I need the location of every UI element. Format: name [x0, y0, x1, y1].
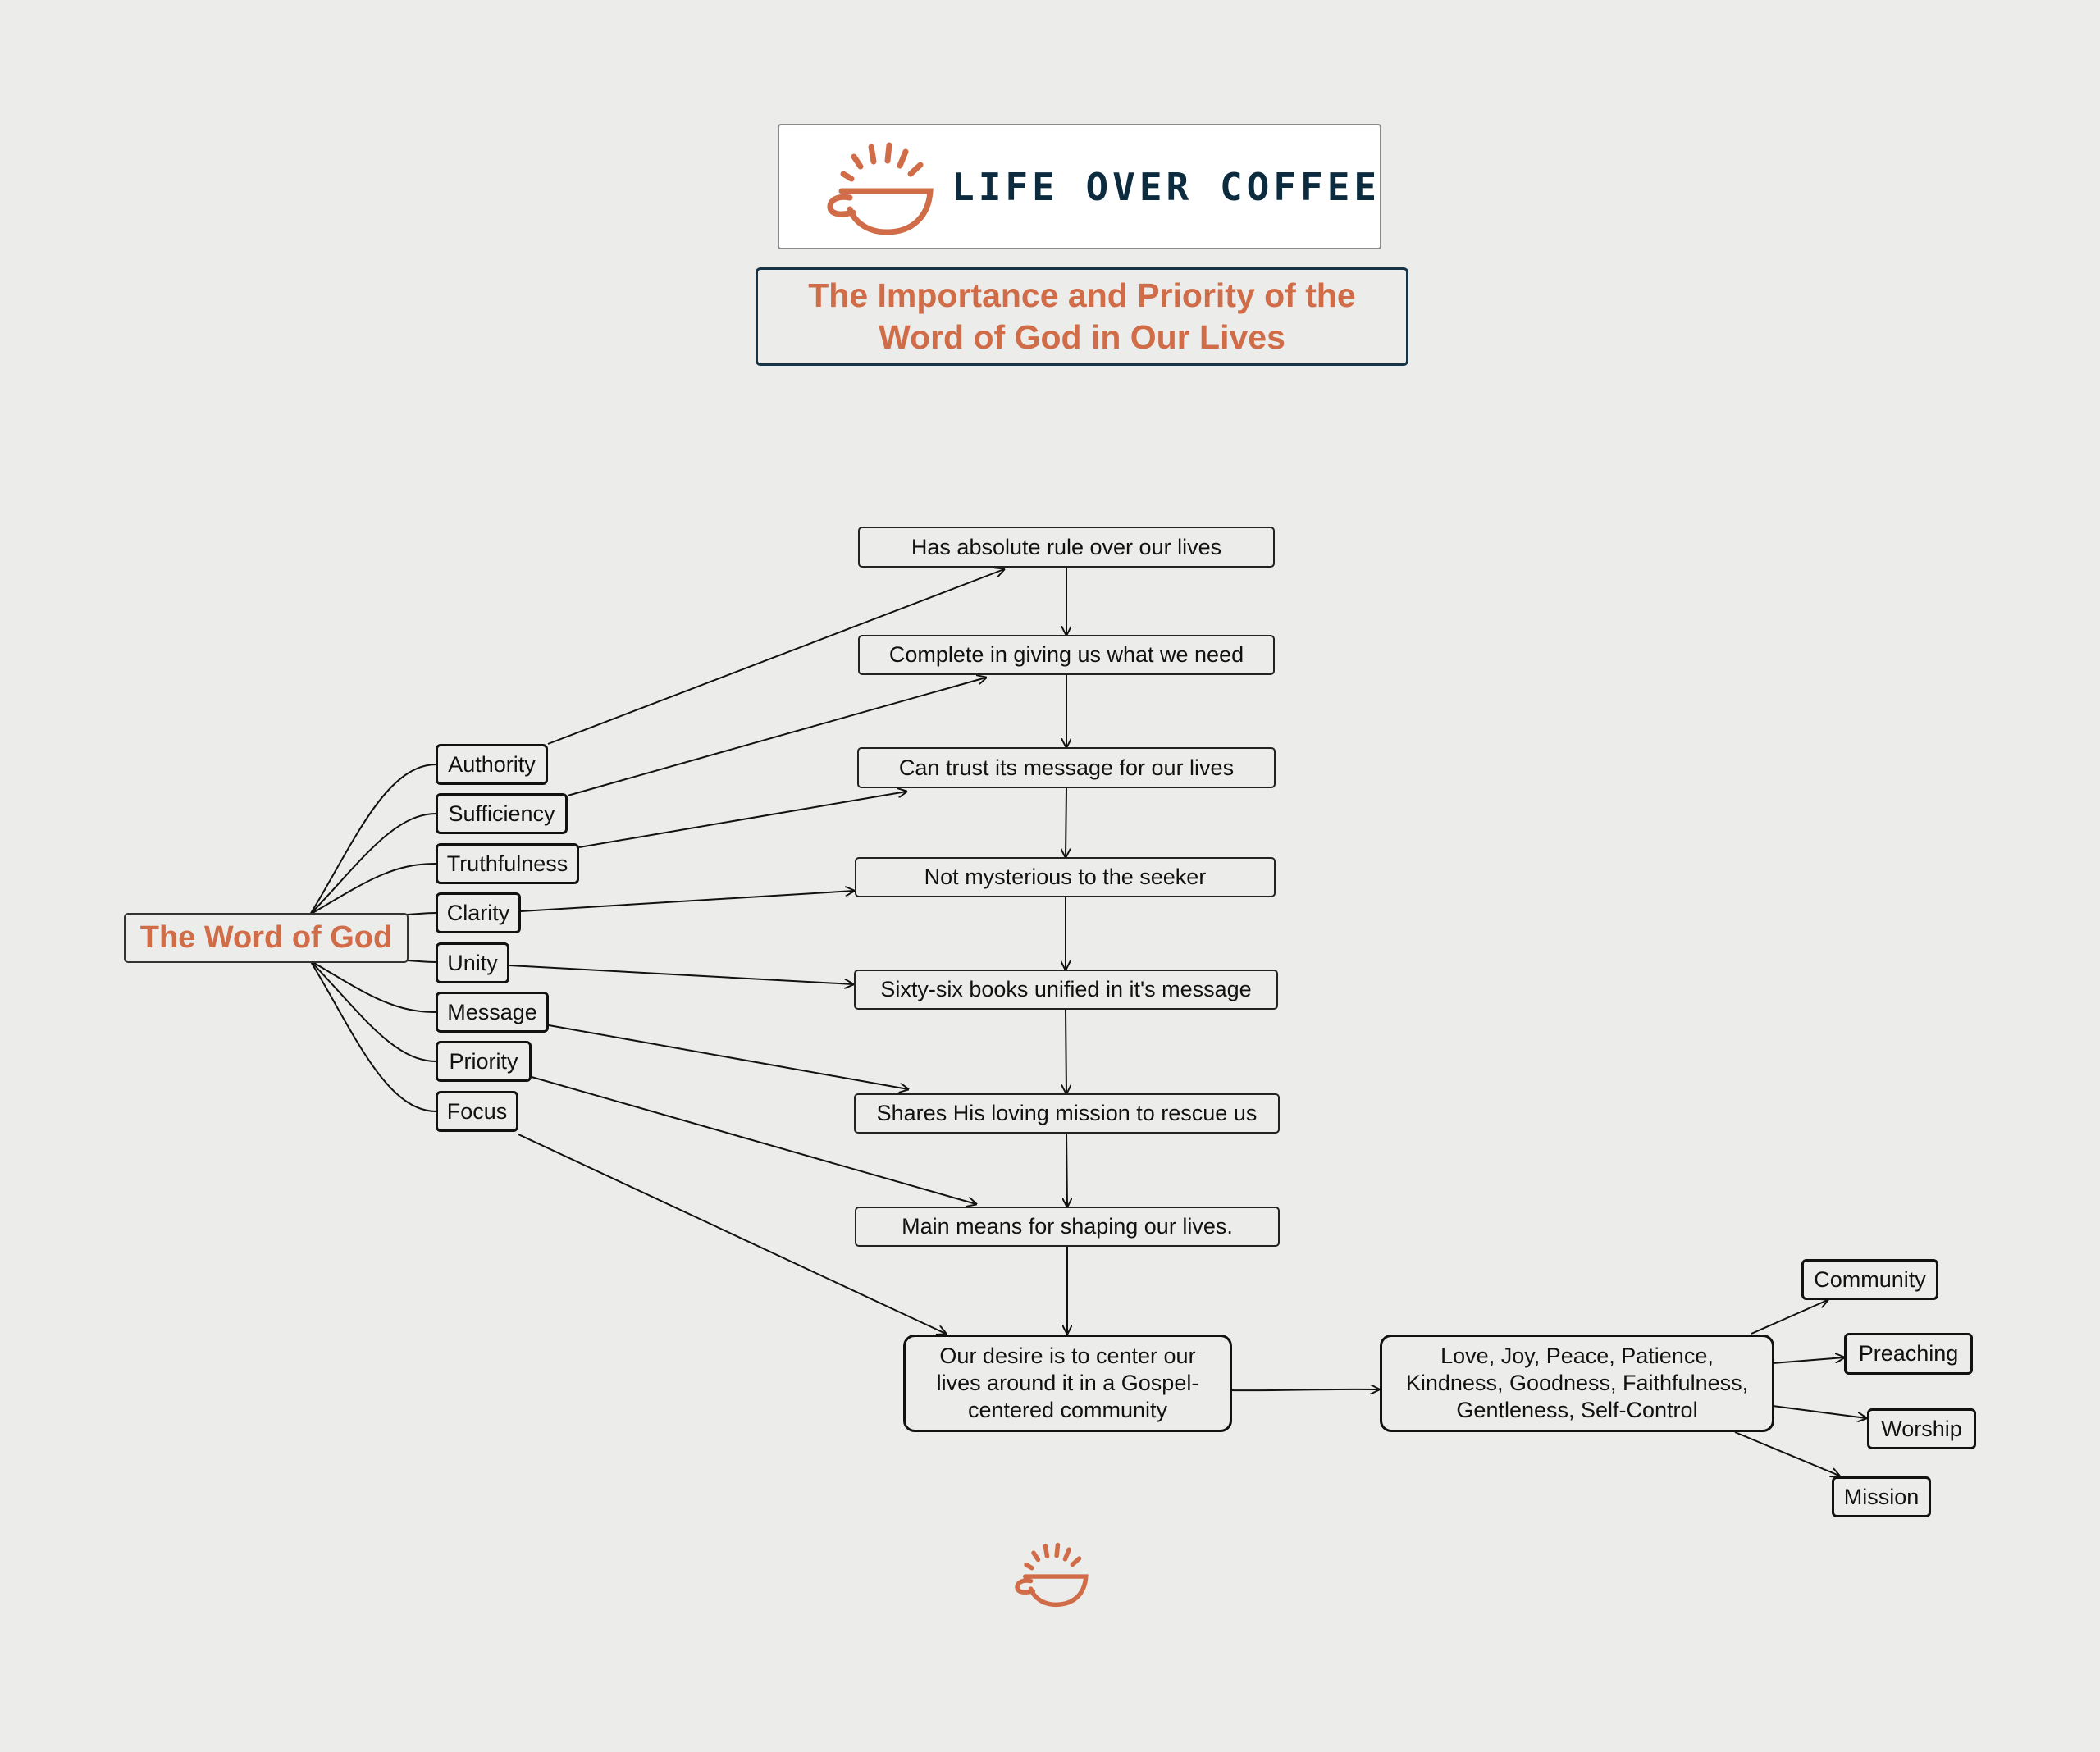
statement-2: Complete in giving us what we need — [858, 635, 1275, 675]
focus-to-desire — [518, 1134, 946, 1334]
clarity-to-statement-4 — [520, 891, 854, 912]
outcome-community: Community — [1801, 1259, 1938, 1300]
desire-to-fruit — [1230, 1389, 1379, 1390]
root-to-unity — [406, 960, 437, 963]
attribute-sufficiency: Sufficiency — [436, 793, 568, 834]
outcome-preaching: Preaching — [1844, 1333, 1973, 1375]
fruit-to-community — [1751, 1300, 1828, 1335]
root-to-clarity — [406, 912, 437, 915]
statement-5: Sixty-six books unified in it's message — [854, 970, 1278, 1010]
statement-6: Shares His loving mission to rescue us — [854, 1093, 1280, 1134]
attribute-message: Message — [436, 992, 549, 1033]
truthfulness-to-statement-3 — [578, 792, 906, 848]
root-to-focus — [309, 960, 437, 1112]
attribute-clarity: Clarity — [436, 892, 521, 933]
outcome-worship: Worship — [1867, 1408, 1976, 1449]
attribute-priority: Priority — [436, 1041, 532, 1082]
page-title: The Importance and Priority of the Word … — [808, 276, 1356, 356]
statement-1: Has absolute rule over our lives — [858, 527, 1275, 568]
sufficiency-to-statement-2 — [567, 678, 986, 796]
root-node: The Word of God — [124, 913, 409, 963]
attribute-unity: Unity — [436, 942, 509, 983]
unity-to-statement-5 — [509, 965, 853, 984]
attribute-authority: Authority — [436, 744, 548, 785]
statement-3: Can trust its message for our lives — [857, 747, 1276, 788]
title-box: The Importance and Priority of the Word … — [756, 267, 1408, 366]
footer-coffee-cup-icon — [1015, 1542, 1089, 1608]
brand-logo-box: LIFE OVER COFFEE — [778, 124, 1381, 249]
message-to-statement-6 — [548, 1024, 908, 1089]
attribute-focus: Focus — [436, 1091, 518, 1132]
root-to-sufficiency — [309, 813, 437, 915]
brand-name: LIFE OVER COFFEE — [952, 165, 1381, 209]
fruit-node: Love, Joy, Peace, Patience, Kindness, Go… — [1380, 1335, 1774, 1432]
statement-7: Main means for shaping our lives. — [855, 1207, 1280, 1247]
coffee-cup-sunrise-icon — [827, 142, 934, 235]
root-to-authority — [309, 764, 437, 915]
attribute-truthfulness: Truthfulness — [436, 843, 579, 884]
fruit-to-worship — [1772, 1405, 1866, 1418]
root-to-priority — [309, 960, 437, 1062]
outcome-mission: Mission — [1832, 1476, 1931, 1517]
fruit-to-preaching — [1772, 1357, 1844, 1364]
statement-4: Not mysterious to the seeker — [855, 857, 1276, 897]
root-to-message — [309, 960, 437, 1013]
priority-to-statement-7 — [531, 1076, 976, 1204]
fruit-to-mission — [1734, 1431, 1839, 1476]
statement-6-to-7 — [1066, 1133, 1067, 1207]
root-to-truthfulness — [309, 863, 437, 915]
authority-to-statement-1 — [547, 569, 1004, 745]
desire-node: Our desire is to center our lives around… — [903, 1335, 1232, 1432]
